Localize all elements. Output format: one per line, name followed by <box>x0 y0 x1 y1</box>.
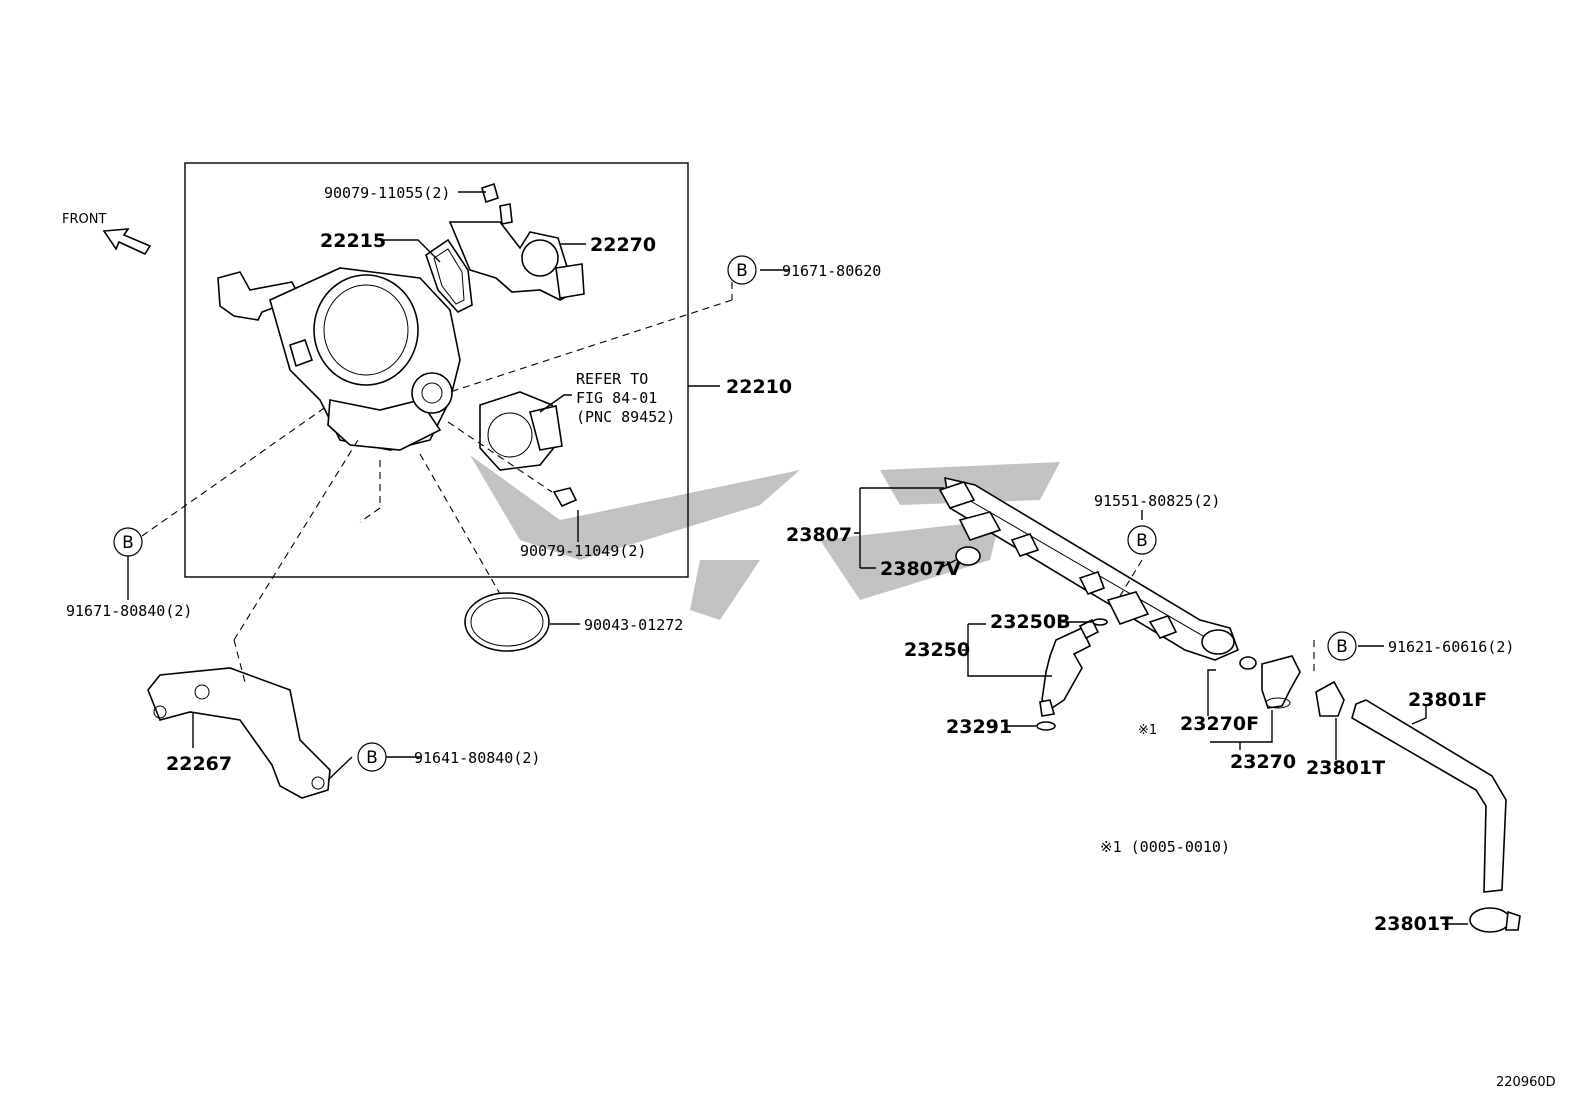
iac-valve-drawing <box>448 182 585 301</box>
damper-drawing <box>1239 655 1301 709</box>
throttle-body-drawing <box>217 267 461 451</box>
svg-text:B: B <box>1136 531 1148 551</box>
label-91641-80840: 91641-80840(2) <box>414 749 540 767</box>
label-91671-80620: 91671-80620 <box>782 262 881 280</box>
front-indicator: FRONT <box>62 212 152 256</box>
refer-note: REFER TO FIG 84-01 (PNC 89452) <box>576 370 675 426</box>
label-23250: 23250 <box>904 639 970 661</box>
callout-b-91641-80840: B <box>357 742 387 772</box>
insulator-drawing <box>955 546 981 566</box>
hose-drawing <box>1315 680 1521 933</box>
label-90043-01272: 90043-01272 <box>584 616 683 634</box>
svg-text:B: B <box>736 261 748 281</box>
gasket-drawing <box>425 238 473 313</box>
label-23291: 23291 <box>946 716 1012 738</box>
label-23801f: 23801F <box>1408 689 1487 711</box>
grommet-23291-drawing <box>1036 721 1056 731</box>
injector-drawing <box>1039 618 1100 717</box>
label-23801t-lower: 23801T <box>1374 913 1453 935</box>
leader-lines <box>127 191 1468 925</box>
callout-b-91621-60616: B <box>1327 631 1357 661</box>
label-22270: 22270 <box>590 234 656 256</box>
screw-drawing <box>552 487 578 508</box>
label-23270: 23270 <box>1230 751 1296 773</box>
o-ring-23250b-drawing <box>1092 618 1108 626</box>
svg-text:B: B <box>366 748 378 768</box>
label-23801t-upper: 23801T <box>1306 757 1385 779</box>
bracket-drawing <box>147 667 331 799</box>
refer-line-3: (PNC 89452) <box>576 408 675 426</box>
label-22215: 22215 <box>320 230 386 252</box>
label-23270f: 23270F <box>1180 713 1259 735</box>
applicability-note: ※1 (0005-0010) <box>1100 838 1230 856</box>
svg-text:B: B <box>1336 637 1348 657</box>
label-23250b: 23250B <box>990 611 1071 633</box>
throttle-assembly-frame <box>184 162 689 578</box>
front-arrow-icon <box>102 228 152 256</box>
fuel-rail-drawing <box>938 476 1240 661</box>
label-23807v: 23807V <box>880 558 961 580</box>
tps-sensor-drawing <box>479 391 563 471</box>
label-91671-80840: 91671-80840(2) <box>66 602 192 620</box>
label-91551-80825: 91551-80825(2) <box>1094 492 1220 510</box>
o-ring-drawing <box>464 592 550 652</box>
diagram-id: 220960D <box>1496 1075 1556 1090</box>
refer-line-1: REFER TO <box>576 370 648 388</box>
front-label: FRONT <box>62 212 106 227</box>
label-90079-11049: 90079-11049(2) <box>520 542 646 560</box>
label-91621-60616: 91621-60616(2) <box>1388 638 1514 656</box>
callout-b-91551-80825: B <box>1127 525 1157 555</box>
callout-b-91671-80620: B <box>727 255 757 285</box>
label-22267: 22267 <box>166 753 232 775</box>
label-90079-11055: 90079-11055(2) <box>324 184 450 202</box>
label-23807: 23807 <box>786 524 852 546</box>
dashed-guides <box>141 282 1315 687</box>
callout-b-91671-80840: B <box>113 527 143 557</box>
label-22210: 22210 <box>726 376 792 398</box>
note-mark: ※1 <box>1138 723 1157 738</box>
svg-text:B: B <box>122 533 134 553</box>
refer-line-2: FIG 84-01 <box>576 389 657 407</box>
